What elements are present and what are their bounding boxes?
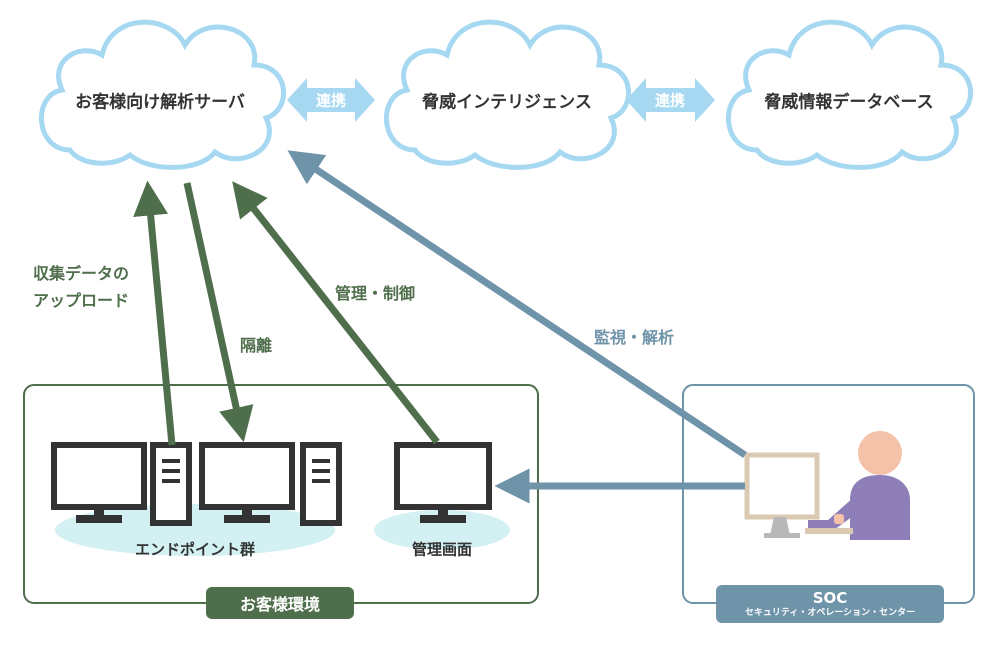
- monitor-label: 監視・解析: [594, 328, 675, 347]
- manage-arrow: [232, 181, 440, 445]
- mgmt-screen-label: 管理画面: [411, 540, 473, 559]
- endpoint-pc-2: [199, 442, 342, 526]
- upload-label-line-1: 収集データの: [33, 264, 130, 283]
- soc-title: SOC: [812, 588, 848, 607]
- link-arrow-left: [287, 78, 375, 122]
- mgmt-monitor: [394, 442, 492, 523]
- link-arrow-right: [626, 78, 715, 122]
- cloud-label-customer-server: お客様向け解析サーバ: [75, 92, 245, 113]
- cloud-label-threat-intel: 脅威インテリジェンス: [422, 92, 592, 113]
- cloud-threat-intel: [383, 19, 632, 170]
- soc-monitor: [744, 452, 820, 538]
- isolate-label: 隔離: [240, 336, 273, 355]
- endpoint-pc-1: [51, 442, 192, 526]
- endpoints-label: エンドポイント群: [134, 540, 256, 559]
- soc-box: [682, 384, 975, 604]
- soc-label: SOC セキュリティ・オペレーション・センター: [716, 585, 944, 623]
- manage-label: 管理・制御: [335, 284, 416, 303]
- mgmt-screen-ellipse: [374, 510, 510, 550]
- soc-pill: [716, 585, 944, 623]
- upload-label: 収集データの アップロード: [33, 260, 129, 314]
- customer-env-pill: [206, 587, 354, 619]
- link-label-right: 連携: [654, 91, 686, 110]
- cloud-threat-db: [725, 19, 974, 170]
- soc-subtitle: セキュリティ・オペレーション・センター: [744, 607, 916, 618]
- upload-arrow: [133, 180, 176, 446]
- cloud-customer-server: [38, 19, 287, 170]
- monitor-arrow: [287, 150, 747, 458]
- cloud-label-threat-db: 脅威情報データベース: [764, 92, 934, 113]
- customer-env-label: お客様環境: [239, 595, 320, 614]
- upload-label-line-2: アップロード: [33, 291, 130, 310]
- soc-operator-icon: [805, 431, 910, 540]
- isolate-arrow: [183, 182, 254, 443]
- link-label-left: 連携: [315, 91, 347, 110]
